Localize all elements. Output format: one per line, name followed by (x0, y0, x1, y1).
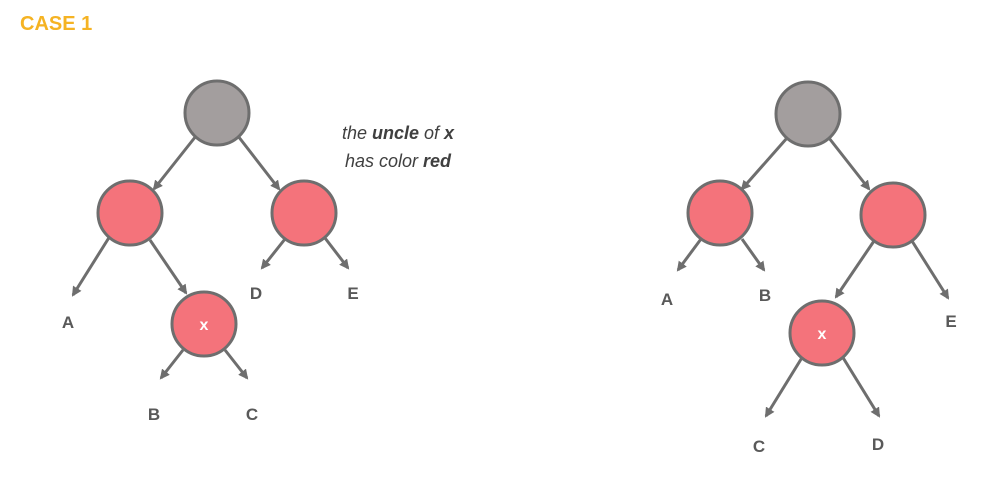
note-text: has color (345, 151, 423, 171)
uncle-note-line2: has color red (345, 151, 452, 171)
edge (159, 349, 185, 380)
black-node-grandparent (183, 79, 251, 147)
note-text: of (419, 123, 444, 143)
red-node-parent (96, 179, 164, 247)
edge (152, 135, 198, 191)
leaf-label: E (347, 284, 358, 303)
leaf-label: D (250, 284, 262, 303)
leaf-label: E (945, 312, 956, 331)
case-title: CASE 1 (20, 13, 92, 35)
edge (676, 238, 703, 272)
edge (910, 240, 950, 300)
edge (323, 237, 350, 270)
edge (260, 238, 287, 270)
note-text: the (342, 123, 372, 143)
leaf-label: D (872, 435, 884, 454)
note-red: red (423, 151, 452, 171)
edge (148, 239, 188, 295)
red-node-x (170, 290, 238, 358)
edge (71, 235, 112, 297)
leaf-label: C (246, 405, 258, 424)
tree-before: x A B C D E (62, 79, 359, 424)
edge (840, 355, 881, 418)
edge (740, 137, 789, 191)
leaf-label: C (753, 437, 765, 456)
edge (236, 135, 281, 191)
black-node-grandparent (774, 80, 842, 148)
edge (827, 137, 871, 191)
node-x-label: x (200, 317, 209, 334)
leaf-label: A (62, 313, 74, 332)
edge (223, 349, 249, 380)
red-node-x (788, 299, 856, 367)
tree-after: x A B C D E (661, 80, 957, 456)
node-x-label: x (818, 326, 827, 343)
note-uncle: uncle (372, 123, 419, 143)
leaf-label: B (148, 405, 160, 424)
edge (834, 240, 876, 299)
note-x: x (443, 123, 455, 143)
red-node-uncle (859, 181, 927, 249)
leaf-label: A (661, 290, 673, 309)
uncle-note-line1: the uncle of x (342, 123, 455, 143)
red-node-uncle (270, 179, 338, 247)
edge (740, 238, 766, 272)
edge (764, 355, 805, 418)
leaf-label: B (759, 286, 771, 305)
red-node-parent (686, 179, 754, 247)
